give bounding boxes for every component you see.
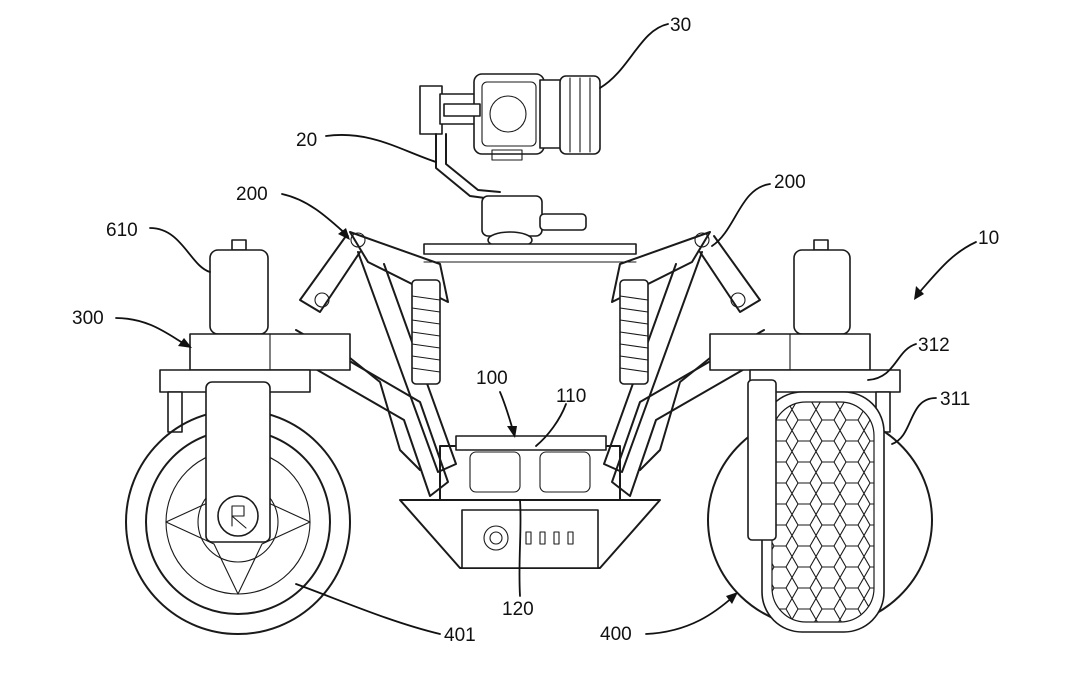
left-suspension: [295, 231, 457, 497]
ref-20: 20: [296, 130, 317, 151]
reference-labels: 30 20 200 200 610 10 300 312 311 100 110…: [72, 15, 999, 646]
right-motor: [793, 239, 851, 335]
right-wheel-module: [709, 333, 901, 433]
left-wheel: [125, 381, 351, 635]
left-motor: [209, 239, 269, 335]
ref-311: 311: [940, 389, 970, 410]
right-wheel: [707, 379, 933, 633]
left-wheel-module: [159, 333, 351, 433]
ref-110: 110: [556, 386, 586, 407]
ref-200-right: 200: [774, 172, 806, 193]
ref-100: 100: [476, 368, 508, 389]
ref-300: 300: [72, 308, 104, 329]
ref-312: 312: [918, 335, 950, 356]
ref-400: 400: [600, 624, 632, 645]
ref-610: 610: [106, 220, 138, 241]
gimbal-arm: [435, 133, 587, 249]
ref-10: 10: [978, 228, 999, 249]
ref-401: 401: [444, 625, 476, 646]
mount-plate: [423, 243, 637, 263]
gimbal-camera: [419, 73, 601, 161]
ref-30: 30: [670, 15, 691, 36]
ref-200-left: 200: [236, 184, 268, 205]
central-body: [399, 435, 661, 569]
right-suspension: [603, 231, 765, 497]
ref-120: 120: [502, 599, 534, 620]
